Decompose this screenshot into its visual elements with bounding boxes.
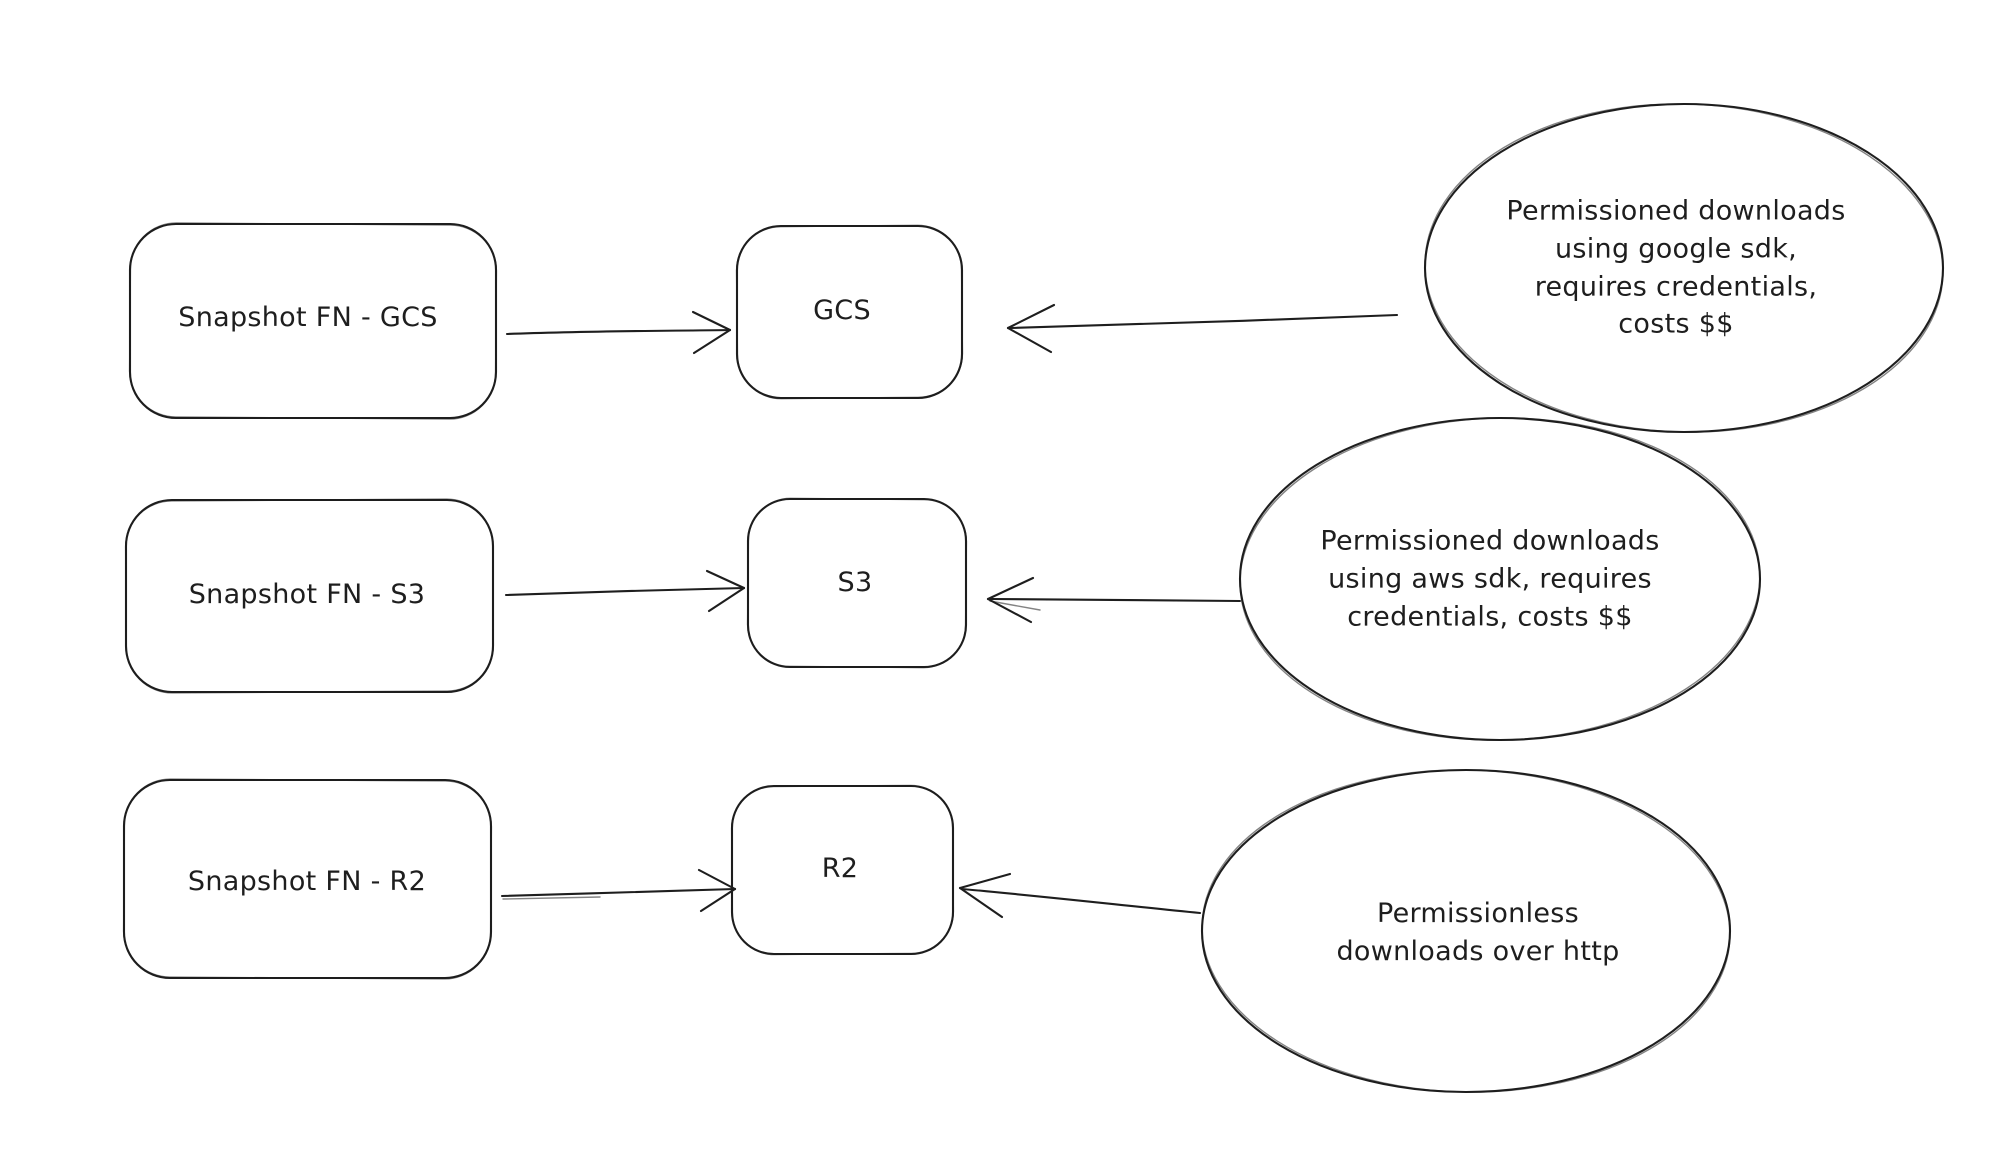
r2-note-ellipse-shape: [1200, 768, 1732, 1094]
arrow-s3-note-to-s3: [986, 576, 1242, 624]
snapshot-fn-r2-label: Snapshot FN - R2: [187, 866, 427, 898]
gcs-note-ellipse-shape: [1423, 102, 1945, 434]
s3-node-shape: [746, 497, 968, 669]
snapshot-fn-gcs-label: Snapshot FN - GCS: [178, 302, 438, 334]
s3-note-label: Permissioned downloads using aws sdk, re…: [1320, 525, 1660, 632]
gcs-note-label: Permissioned downloads using google sdk,…: [1506, 195, 1846, 340]
r2-node-shape: [730, 784, 955, 956]
snapshot-fn-s3-node-shape: [124, 498, 495, 694]
snapshot-fn-r2-node-shape: [122, 778, 493, 980]
r2-note-label: Permissionless downloads over http: [1336, 898, 1620, 967]
s3-note-ellipse-shape: [1238, 416, 1762, 742]
gcs-node-shape: [735, 224, 964, 400]
s3-label: S3: [837, 567, 873, 599]
r2-label: R2: [821, 853, 859, 885]
arrow-snapshot-gcs-to-gcs: [505, 310, 732, 355]
arrow-snapshot-s3-to-s3: [504, 569, 746, 613]
snapshot-fn-s3-label: Snapshot FN - S3: [188, 579, 426, 611]
snapshot-fn-gcs-node-shape: [128, 222, 498, 420]
arrow-gcs-note-to-gcs: [1006, 303, 1399, 354]
arrow-snapshot-r2-to-r2: [500, 868, 737, 913]
arrow-r2-note-to-r2: [958, 872, 1202, 919]
gcs-label: GCS: [813, 295, 871, 327]
